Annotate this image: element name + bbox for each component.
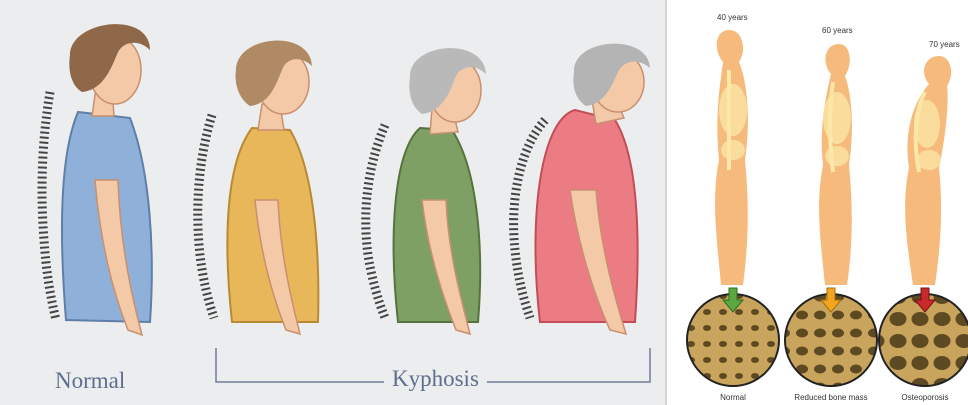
- bone-sample-osteoporosis: [879, 288, 968, 386]
- label-kyphosis: Kyphosis: [384, 366, 487, 392]
- spine-kyphosis-1: [198, 115, 214, 318]
- figure-normal: [42, 24, 152, 335]
- spine-normal: [42, 92, 56, 320]
- bone-label-osteoporosis: Osteoporosis: [877, 393, 968, 402]
- figure-kyphosis-1: [198, 40, 319, 334]
- osteoporosis-illustration: [667, 0, 968, 405]
- body-40-years: [715, 30, 748, 285]
- bone-label-reduced: Reduced bone mass: [783, 393, 879, 402]
- kyphosis-illustration: [0, 0, 665, 405]
- bone-label-normal: Normal: [685, 393, 781, 402]
- bone-sample-reduced: [785, 288, 877, 386]
- age-label-40: 40 years: [717, 13, 748, 22]
- bone-sample-normal: [687, 288, 779, 386]
- body-70-years: [905, 56, 951, 285]
- label-normal: Normal: [55, 368, 125, 394]
- body-60-years: [819, 44, 852, 285]
- age-label-70: 70 years: [929, 40, 960, 49]
- osteoporosis-illustration-panel: 40 years 60 years 70 years Normal Reduce…: [667, 0, 968, 405]
- spine-kyphosis-2: [366, 125, 385, 318]
- age-label-60: 60 years: [822, 26, 853, 35]
- kyphosis-illustration-panel: Normal Kyphosis: [0, 0, 667, 405]
- figure-kyphosis-2: [366, 48, 486, 334]
- figure-kyphosis-3: [514, 44, 650, 334]
